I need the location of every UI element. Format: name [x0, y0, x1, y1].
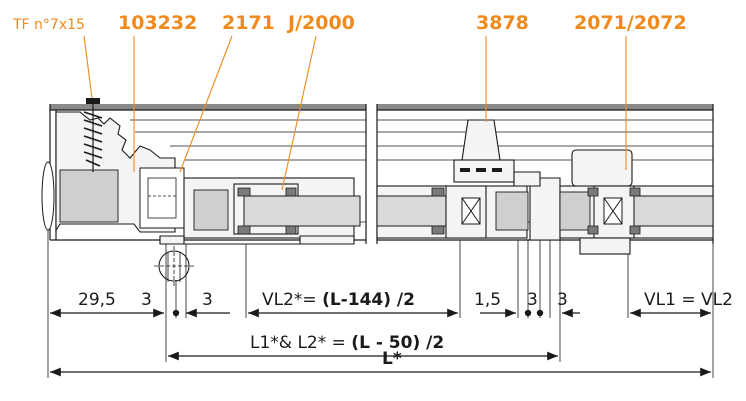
left-sash	[159, 177, 361, 245]
dim-29-5: 29,5	[78, 290, 116, 310]
right-sash	[559, 149, 714, 255]
profile-label-j2000: J/2000	[286, 12, 355, 34]
fixing-hole-icon	[154, 246, 194, 286]
dim-3-right-b: 3	[557, 290, 568, 310]
dim-total-l: L*	[382, 349, 402, 369]
profile-label-3878: 3878	[476, 12, 529, 34]
centre-interlock	[376, 119, 561, 241]
left-fixing-profile	[41, 111, 185, 233]
dim-3-right-a: 3	[527, 290, 538, 310]
dim-vl2: VL2*= (L-144) /2	[262, 290, 415, 310]
dim-vl2-formula: (L-144) /2	[322, 290, 415, 310]
dim-l1-l2: L1*& L2* = (L - 50) /2	[250, 333, 444, 353]
screw-label: TF n°7x15	[12, 17, 85, 33]
dim-l1-l2-prefix: L1*& L2* =	[250, 333, 351, 353]
profile-label-2171: 2171	[222, 12, 275, 34]
dim-3-left-a: 3	[141, 290, 152, 310]
profile-label-2071-2072: 2071/2072	[574, 12, 687, 34]
profile-label-103232: 103232	[118, 12, 197, 34]
dim-vl1: VL1 = VL2	[644, 290, 733, 310]
extension-lines	[47, 230, 714, 378]
dim-1-5: 1,5	[474, 290, 501, 310]
dim-3-left-b: 3	[202, 290, 213, 310]
dim-vl2-prefix: VL2*=	[262, 290, 322, 310]
dimension-lines	[50, 308, 711, 377]
label-leaders	[83, 35, 627, 191]
screw-icon	[83, 98, 103, 172]
dim-l1-l2-formula: (L - 50) /2	[351, 333, 444, 353]
